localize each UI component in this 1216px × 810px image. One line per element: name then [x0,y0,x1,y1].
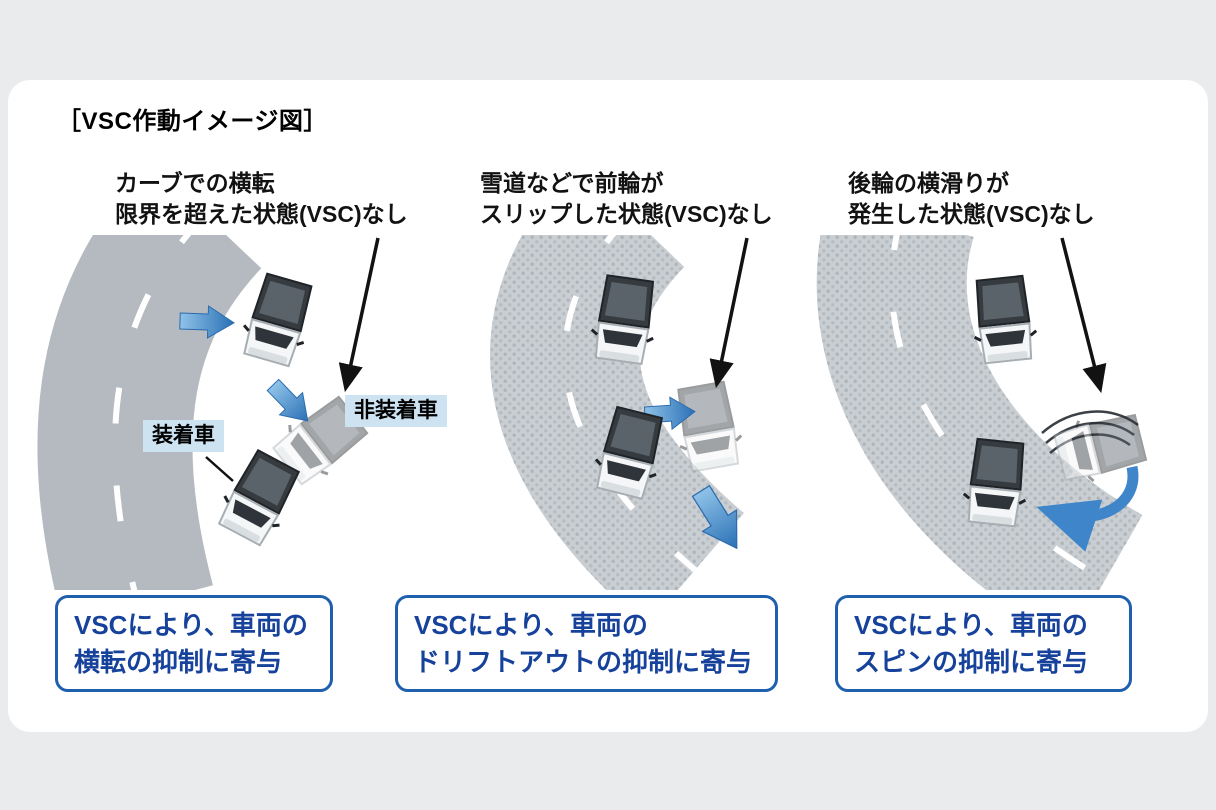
scenario-1-caption-line2: 限界を超えた状態(VSC)なし [115,201,408,227]
spin-arrow-icon [1036,465,1139,552]
result-2-line2: ドリフトアウトの抑制に寄与 [414,646,753,677]
scenario-1-caption: カーブでの横転 限界を超えた状態(VSC)なし [115,168,408,230]
scenario-1-illustration [37,235,380,590]
drift-arrow-icon [691,484,738,550]
scenario-1-caption-line1: カーブでの横転 [115,170,275,196]
caption-pointer-arrow [338,237,380,393]
result-3-line1: VSCにより、車両の [854,609,1088,640]
truck-icon-normal [235,269,321,370]
caption-pointer-arrow [1060,237,1107,394]
scenario-3-caption-line2: 発生した状態(VSC)なし [848,201,1095,227]
result-box-2: VSCにより、車両の ドリフトアウトの抑制に寄与 [395,595,778,692]
tag-leader-line [205,456,234,482]
result-3-line2: スピンの抑制に寄与 [854,646,1089,677]
result-box-1: VSCにより、車両の 横転の抑制に寄与 [55,595,333,692]
scenario-3-caption-line1: 後輪の横滑りが [848,170,1009,196]
scenario-2-illustration [490,235,749,590]
result-box-3: VSCにより、車両の スピンの抑制に寄与 [835,595,1132,692]
result-2-line1: VSCにより、車両の [414,609,648,640]
result-1-line1: VSCにより、車両の [74,609,308,640]
road-shape [490,235,745,590]
road-shape [37,235,263,590]
non-equipped-vehicle-tag: 非装着車 [345,395,447,427]
motion-arrow-icon [266,378,309,422]
road-centerline-icon [888,235,1107,583]
scenario-3-illustration [816,235,1150,590]
result-1-line2: 横転の抑制に寄与 [74,646,283,677]
equipped-vehicle-tag: 装着車 [143,420,224,452]
scenario-3-caption: 後輪の横滑りが 発生した状態(VSC)なし [848,168,1095,230]
motion-arrow-icon [179,305,235,339]
scenario-2-caption: 雪道などで前輪が スリップした状態(VSC)なし [480,168,773,230]
scenario-2-caption-line2: スリップした状態(VSC)なし [480,201,773,227]
scenario-2-caption-line1: 雪道などで前輪が [480,170,664,196]
caption-pointer-arrow [709,237,749,389]
diagram-title: ［VSC作動イメージ図］ [57,108,328,135]
diagram-frame: ［VSC作動イメージ図］ カーブでの横転 限界を超えた状態(VSC)なし 雪道な… [8,80,1208,732]
